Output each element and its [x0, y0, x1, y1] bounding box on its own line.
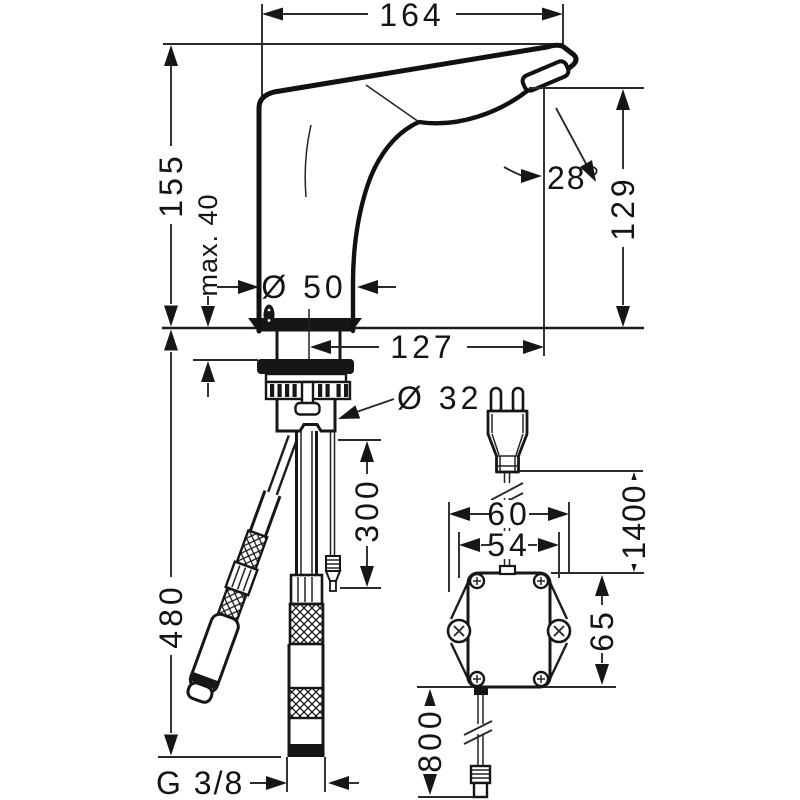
dim-129: 129 — [605, 89, 641, 327]
dim-dia50: Ø 50 — [217, 269, 396, 305]
dim-480: 480 — [153, 329, 189, 756]
hose-nut — [289, 573, 324, 606]
dim-164: 164 — [262, 0, 563, 33]
control-box — [446, 564, 572, 689]
cable-plug-taper — [324, 570, 342, 582]
dim-dia32: Ø 32 — [338, 380, 482, 419]
sensor-window — [263, 304, 275, 326]
cable-connector-tip — [472, 781, 489, 799]
dim-54-label: 54 — [487, 527, 531, 563]
dim-127: 127 — [310, 329, 544, 365]
dimensions: 164 155 max. 40 Ø 50 127 — [153, 0, 652, 800]
power-plug — [486, 386, 529, 474]
sensor-cable — [324, 431, 342, 592]
dim-300-label: 300 — [349, 477, 385, 542]
hose-braid-band — [287, 686, 325, 720]
dim-dia50-label: Ø 50 — [261, 269, 346, 305]
sensor-dot — [267, 308, 271, 312]
dim-54: 54 — [459, 527, 559, 563]
dim-65: 65 — [584, 575, 620, 685]
sensor-dot — [267, 319, 271, 322]
plug-pin — [511, 386, 525, 415]
base-plinth — [248, 318, 362, 332]
dim-60-label: 60 — [487, 496, 531, 532]
cable-plug-tip — [329, 580, 337, 592]
body-outline — [256, 42, 579, 334]
hose-braid — [288, 602, 325, 646]
cable-gland-top — [498, 564, 517, 576]
supply-hose-straight — [287, 431, 325, 757]
dim-60: 60 — [449, 496, 569, 532]
cable-break-mark — [463, 720, 493, 736]
fixing-bolt-stem — [300, 380, 315, 406]
dim-800-label: 800 — [412, 707, 448, 772]
dim-1400: 1400 — [616, 472, 652, 572]
dim-angle-28: 28° — [503, 107, 601, 196]
thread-hatch — [270, 384, 349, 397]
fixing-bolt-head — [294, 401, 321, 416]
dim-127-label: 127 — [390, 329, 455, 365]
mounting-shank — [275, 399, 337, 433]
dim-dia32-label: Ø 32 — [397, 380, 482, 416]
dim-480-label: 480 — [153, 583, 189, 648]
dim-164-label: 164 — [379, 0, 444, 33]
dim-g38-label: G 3/8 — [156, 765, 244, 800]
spout-seam — [365, 84, 420, 123]
control-box-body — [466, 571, 552, 689]
dim-155: 155 — [153, 45, 189, 327]
dim-g38: G 3/8 — [156, 765, 359, 800]
check-valve-ring — [190, 672, 219, 690]
check-valve-cap — [186, 681, 214, 704]
dim-1400-label: 1400 — [616, 484, 652, 559]
power-cable-lower — [463, 687, 493, 799]
dim-angle-label: 28° — [547, 160, 601, 196]
hose-end-fitting — [288, 744, 324, 757]
spout-aerator — [520, 59, 571, 93]
body-highlight — [304, 124, 312, 198]
cable-break-mark — [490, 482, 524, 501]
cable-break-mark — [463, 729, 493, 745]
spout-underside — [350, 88, 530, 334]
washer — [264, 372, 348, 384]
dim-300: 300 — [349, 441, 385, 587]
dim-max40-label: max. 40 — [193, 193, 223, 296]
cable-gland-bottom — [474, 687, 488, 695]
check-valve-hose — [186, 435, 299, 704]
dim-max40: max. 40 — [192, 193, 224, 397]
dim-800: 800 — [412, 689, 448, 795]
faucet-body — [248, 42, 579, 362]
plug-pin — [489, 386, 503, 415]
dim-155-label: 155 — [153, 152, 189, 217]
dim-129-label: 129 — [605, 175, 641, 240]
mounting-assembly — [257, 331, 354, 433]
dim-65-label: 65 — [584, 608, 620, 652]
escutcheon-flange — [257, 359, 354, 374]
